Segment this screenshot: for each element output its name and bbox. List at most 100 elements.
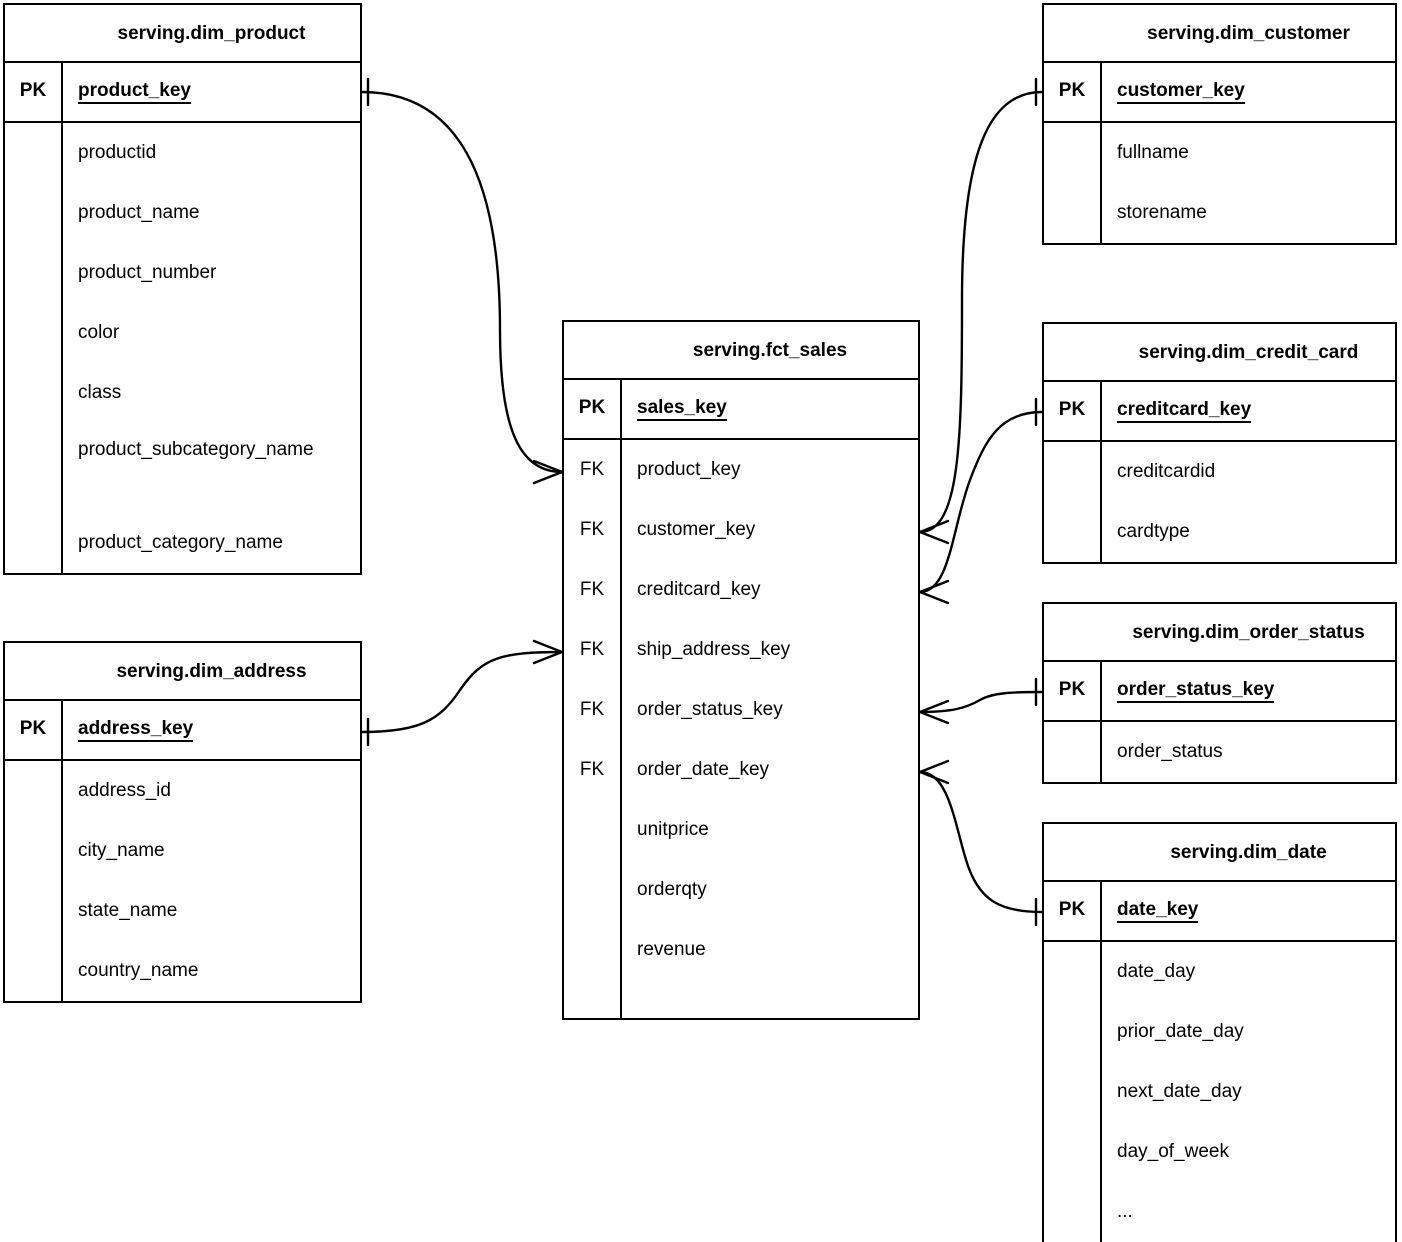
entity-title-fct-sales: serving.fct_sales (564, 322, 918, 380)
attribute-row: date_day (1117, 961, 1196, 982)
pk-row-dim-date: PK date_key (1044, 882, 1395, 942)
crowsfoot-address (532, 639, 564, 665)
attribute-row: storename (1117, 202, 1207, 223)
fk-label: FK (579, 459, 605, 480)
key-column-dim-address (5, 761, 63, 1001)
key-column-dim-order-status (1044, 722, 1102, 782)
pk-label-dim-product: PK (5, 63, 63, 121)
pk-row-dim-customer: PK customer_key (1044, 63, 1395, 123)
entity-body-dim-order-status: order_status (1044, 722, 1395, 782)
entity-dim-order-status[interactable]: serving.dim_order_status PK order_status… (1042, 602, 1397, 784)
attribute-row: next_date_day (1117, 1081, 1242, 1102)
pk-row-fct-sales: PK sales_key (564, 380, 918, 440)
entity-title-dim-date: serving.dim_date (1044, 824, 1395, 882)
entity-dim-date[interactable]: serving.dim_date PK date_key date_day pr… (1042, 822, 1397, 1242)
entity-body-dim-address: address_id city_name state_name country_… (5, 761, 360, 1001)
attribute-row: unitprice (637, 819, 709, 840)
attribute-row: city_name (78, 840, 165, 861)
entity-title-dim-credit-card: serving.dim_credit_card (1044, 324, 1395, 382)
edge-dim-address-to-fct-sales (360, 639, 564, 747)
key-column-fct-sales: FK FK FK FK FK FK (564, 440, 622, 1018)
pk-label-dim-credit-card: PK (1044, 382, 1102, 440)
attribute-column-dim-order-status: order_status (1102, 722, 1395, 782)
pk-field-dim-credit-card: creditcard_key (1102, 382, 1395, 440)
edge-dim-product-to-fct-sales (360, 77, 564, 485)
pk-field-text-dim-customer: customer_key (1117, 80, 1245, 104)
attribute-row: customer_key (637, 519, 756, 540)
key-column-dim-credit-card (1044, 442, 1102, 562)
entity-title-dim-product: serving.dim_product (5, 5, 360, 63)
pk-field-text-dim-address: address_key (78, 718, 194, 742)
attribute-row: product_subcategory_name (78, 439, 314, 460)
edge-dim-date-to-fct-sales (918, 759, 1044, 927)
attribute-column-dim-date: date_day prior_date_day next_date_day da… (1102, 942, 1395, 1242)
fk-label: FK (579, 519, 605, 540)
pk-row-dim-address: PK address_key (5, 701, 360, 761)
attribute-row: creditcardid (1117, 461, 1216, 482)
entity-title-dim-address: serving.dim_address (5, 643, 360, 701)
fk-label: FK (579, 639, 605, 660)
entity-dim-customer[interactable]: serving.dim_customer PK customer_key ful… (1042, 3, 1397, 245)
attribute-row: color (78, 322, 120, 343)
attribute-row: country_name (78, 960, 199, 981)
crowsfoot-date (918, 759, 950, 785)
entity-body-dim-product: productid product_name product_number co… (5, 123, 360, 573)
pk-label-dim-order-status: PK (1044, 662, 1102, 720)
pk-row-dim-product: PK product_key (5, 63, 360, 123)
attribute-row: class (78, 382, 122, 403)
entity-body-dim-date: date_day prior_date_day next_date_day da… (1044, 942, 1395, 1242)
pk-field-text-dim-product: product_key (78, 80, 191, 104)
crowsfoot-product (532, 459, 564, 485)
entity-body-dim-credit-card: creditcardid cardtype (1044, 442, 1395, 562)
key-column-dim-customer (1044, 123, 1102, 243)
fk-label: FK (579, 699, 605, 720)
pk-label-fct-sales: PK (564, 380, 622, 438)
attribute-column-dim-credit-card: creditcardid cardtype (1102, 442, 1395, 562)
attribute-row: address_id (78, 780, 171, 801)
attribute-row: state_name (78, 900, 178, 921)
pk-field-text-fct-sales: sales_key (637, 397, 727, 421)
edge-dim-customer-to-fct-sales (918, 77, 1044, 545)
attribute-row: orderqty (637, 879, 707, 900)
attribute-row: revenue (637, 939, 706, 960)
pk-row-dim-order-status: PK order_status_key (1044, 662, 1395, 722)
pk-field-dim-date: date_key (1102, 882, 1395, 940)
entity-dim-product[interactable]: serving.dim_product PK product_key produ… (3, 3, 362, 575)
attribute-row: creditcard_key (637, 579, 761, 600)
attribute-row: order_date_key (637, 759, 770, 780)
attribute-row: fullname (1117, 142, 1189, 163)
entity-dim-credit-card[interactable]: serving.dim_credit_card PK creditcard_ke… (1042, 322, 1397, 564)
entity-fct-sales[interactable]: serving.fct_sales PK sales_key FK FK FK … (562, 320, 920, 1020)
attribute-row: product_name (78, 202, 200, 223)
pk-field-fct-sales: sales_key (622, 380, 918, 438)
edge-dim-credit-card-to-fct-sales (918, 397, 1044, 605)
pk-label-dim-address: PK (5, 701, 63, 759)
crowsfoot-creditcard (918, 579, 950, 605)
pk-field-dim-product: product_key (63, 63, 360, 121)
attribute-column-dim-product: productid product_name product_number co… (63, 123, 360, 573)
attribute-row: ship_address_key (637, 639, 791, 660)
pk-field-dim-customer: customer_key (1102, 63, 1395, 121)
crowsfoot-order-status (918, 699, 950, 725)
attribute-row: day_of_week (1117, 1141, 1229, 1162)
attribute-row: order_status_key (637, 699, 783, 720)
attribute-row: cardtype (1117, 521, 1190, 542)
pk-label-dim-date: PK (1044, 882, 1102, 940)
fk-label-empty (564, 920, 620, 980)
fk-label: FK (579, 579, 605, 600)
attribute-row: ... (1117, 1201, 1133, 1222)
attribute-column-dim-customer: fullname storename (1102, 123, 1395, 243)
fk-label-empty (564, 800, 620, 860)
attribute-row: productid (78, 142, 157, 163)
pk-field-dim-address: address_key (63, 701, 360, 759)
key-column-dim-product (5, 123, 63, 573)
entity-dim-address[interactable]: serving.dim_address PK address_key addre… (3, 641, 362, 1003)
pk-field-dim-order-status: order_status_key (1102, 662, 1395, 720)
pk-field-text-dim-credit-card: creditcard_key (1117, 399, 1252, 423)
fk-label-empty (564, 860, 620, 920)
attribute-column-fct-sales: product_key customer_key creditcard_key … (622, 440, 918, 1018)
attribute-row: product_key (637, 459, 741, 480)
entity-title-dim-customer: serving.dim_customer (1044, 5, 1395, 63)
pk-label-dim-customer: PK (1044, 63, 1102, 121)
